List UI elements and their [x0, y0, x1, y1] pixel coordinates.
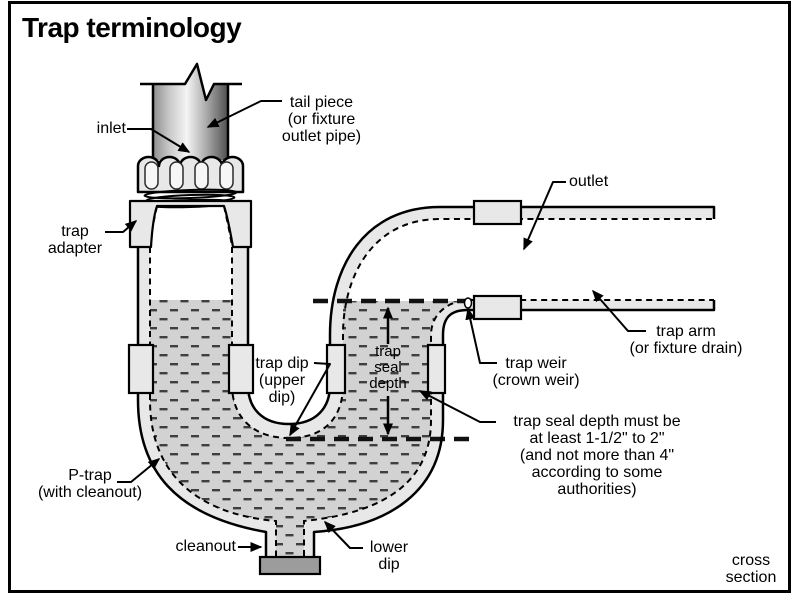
weir-point — [463, 297, 473, 309]
trap-dip-arrow — [289, 362, 331, 437]
trap-adapter-fitting — [128, 199, 253, 249]
seal-note-arrow — [418, 390, 496, 423]
slip-nut — [136, 155, 245, 209]
leader-arrows — [105, 100, 646, 552]
label-seal-note: trap seal depth must be at least 1-1/2" … — [513, 413, 681, 498]
label-inlet: inlet — [96, 120, 126, 137]
label-outlet: outlet — [569, 173, 609, 190]
cleanout-cap — [258, 555, 322, 576]
p-trap-arrow — [117, 458, 161, 483]
inner-wall-strip — [232, 207, 714, 438]
trap-arm-arrow — [592, 289, 646, 332]
pipe-walls — [138, 207, 714, 558]
label-lower-dip: lower dip — [369, 539, 409, 573]
tail-piece-pipe — [140, 60, 242, 160]
label-trap-dip: trap dip (upper dip) — [255, 355, 309, 406]
inlet-arrow — [127, 128, 191, 153]
label-cleanout: cleanout — [175, 538, 237, 555]
couplings — [127, 199, 523, 395]
pipe-break-symbol — [140, 62, 242, 102]
outlet-arrow — [523, 181, 566, 251]
label-cross-section: cross section — [725, 552, 777, 586]
label-trap-seal-depth: trap seal depth — [369, 343, 407, 392]
label-p-trap: P-trap (with cleanout) — [37, 467, 143, 501]
label-trap-arm: trap arm (or fixture drain) — [629, 323, 743, 357]
lower-dip-arrow — [323, 520, 363, 549]
tail-piece-arrow — [206, 100, 282, 128]
label-trap-weir: trap weir (crown weir) — [492, 355, 580, 389]
trap-adapter-arrow — [105, 220, 138, 233]
label-trap-adapter: trap adapter — [47, 223, 103, 257]
page-title: Trap terminology — [22, 12, 242, 43]
trap-weir-arrow — [465, 307, 497, 364]
label-tail-piece: tail piece (or fixture outlet pipe) — [281, 94, 362, 145]
water-level-lines — [286, 298, 474, 442]
